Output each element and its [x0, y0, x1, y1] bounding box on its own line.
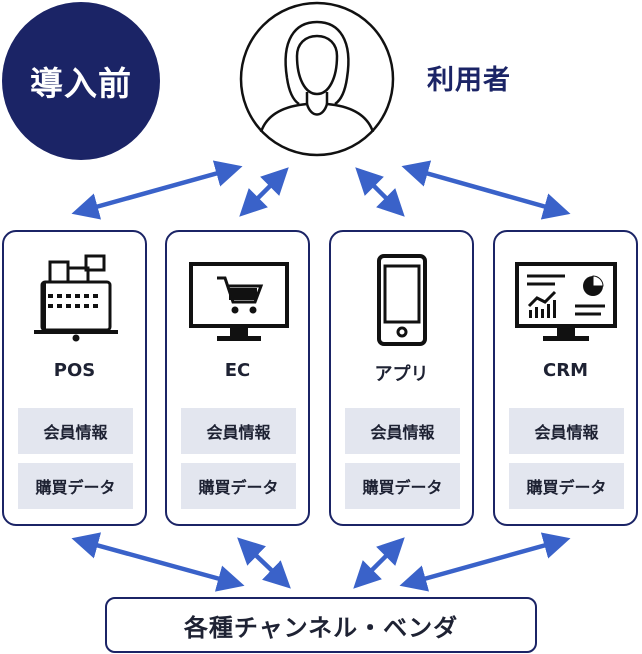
system-card-ec: EC 会員情報 購買データ: [165, 230, 310, 526]
system-name: POS: [53, 360, 96, 381]
user-icon: [239, 1, 395, 157]
arrow-user-app: [355, 167, 405, 217]
system-card-app: アプリ 会員情報 購買データ: [329, 230, 474, 526]
purchase-data-label: 購買データ: [509, 463, 624, 509]
member-info-label: 会員情報: [345, 408, 460, 454]
system-card-pos: POS 会員情報 購買データ: [2, 230, 147, 526]
purchase-data-label: 購買データ: [18, 463, 133, 509]
badge-label: 導入前: [30, 64, 132, 103]
system-card-crm: CRM 会員情報 購買データ: [493, 230, 638, 526]
arrow-crm-vendor: [399, 532, 571, 592]
before-introduction-badge: 導入前: [2, 2, 160, 160]
system-name: EC: [224, 360, 251, 381]
arrow-ec-vendor: [237, 537, 291, 589]
purchase-data-label: 購買データ: [181, 463, 296, 509]
vendor-box: 各種チャンネル・ベンダ: [105, 597, 537, 653]
arrow-user-crm: [401, 160, 571, 220]
arrow-app-vendor: [353, 537, 405, 589]
arrow-pos-vendor: [71, 532, 245, 592]
smartphone-icon: [377, 254, 427, 346]
pos-register-icon: [34, 254, 118, 342]
member-info-label: 会員情報: [509, 408, 624, 454]
user-label: 利用者: [427, 65, 511, 96]
arrow-user-pos: [71, 160, 243, 220]
analytics-monitor-icon: [515, 262, 617, 341]
system-name: アプリ: [374, 364, 429, 385]
arrow-user-ec: [239, 167, 289, 217]
member-info-label: 会員情報: [181, 408, 296, 454]
member-info-label: 会員情報: [18, 408, 133, 454]
vendor-label: 各種チャンネル・ベンダ: [183, 613, 459, 642]
purchase-data-label: 購買データ: [345, 463, 460, 509]
system-name: CRM: [543, 360, 588, 381]
shopping-cart-monitor-icon: [189, 262, 289, 341]
